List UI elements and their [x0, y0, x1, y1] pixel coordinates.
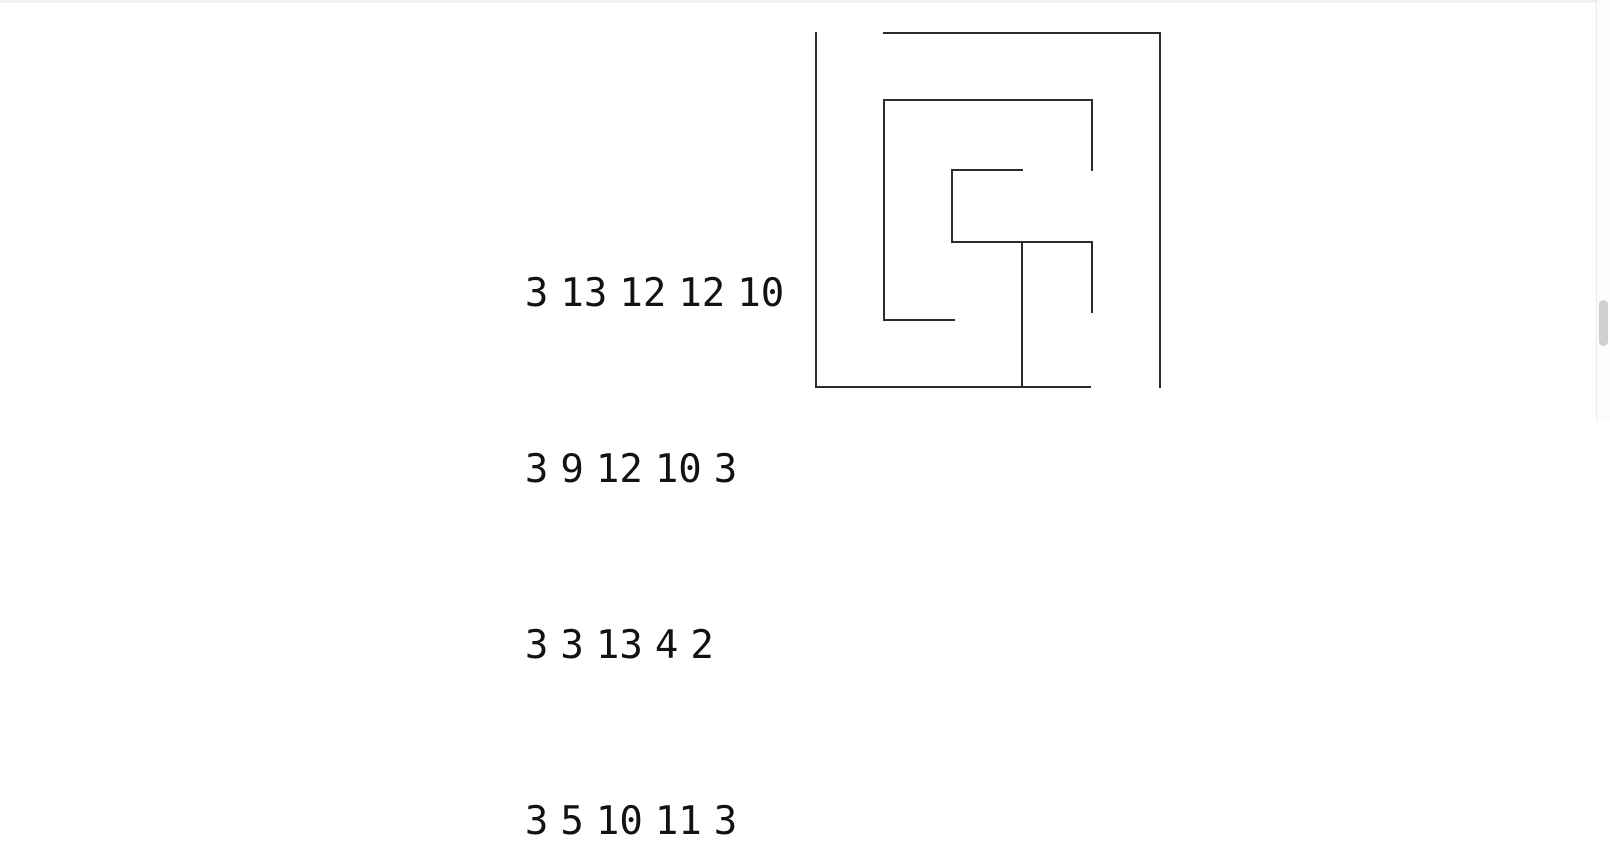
grid-cell: 4: [654, 623, 679, 668]
vertical-scrollbar-track[interactable]: [1596, 0, 1610, 421]
grid-cell: 2: [690, 623, 714, 668]
top-scroll-gutter: [0, 0, 1610, 3]
spiral-line-group: [815, 32, 1161, 388]
vertical-scrollbar-thumb[interactable]: [1599, 300, 1608, 346]
spiral-diagram: [815, 32, 1161, 388]
grid-cell: 12: [678, 271, 726, 316]
grid-cell: 13: [560, 271, 608, 316]
grid-cell: 3: [524, 799, 549, 842]
grid-cell: 13: [595, 623, 643, 668]
grid-cell: 3: [713, 447, 738, 492]
grid-cell: 10: [654, 447, 702, 492]
grid-cell: 12: [595, 447, 643, 492]
grid-cell: 12: [619, 271, 667, 316]
grid-cell: 10: [737, 271, 785, 316]
grid-cell: 5: [560, 799, 584, 842]
grid-cell: 3: [524, 271, 549, 316]
grid-cell: 11: [654, 799, 702, 842]
grid-cell: 3: [524, 447, 549, 492]
grid-cell: 3: [713, 799, 738, 842]
grid-cell: 3: [560, 623, 584, 668]
grid-cell: 10: [595, 799, 643, 842]
grid-cell: 3: [524, 623, 549, 668]
grid-cell: 9: [560, 447, 584, 492]
spiral-figure: [780, 10, 1210, 410]
